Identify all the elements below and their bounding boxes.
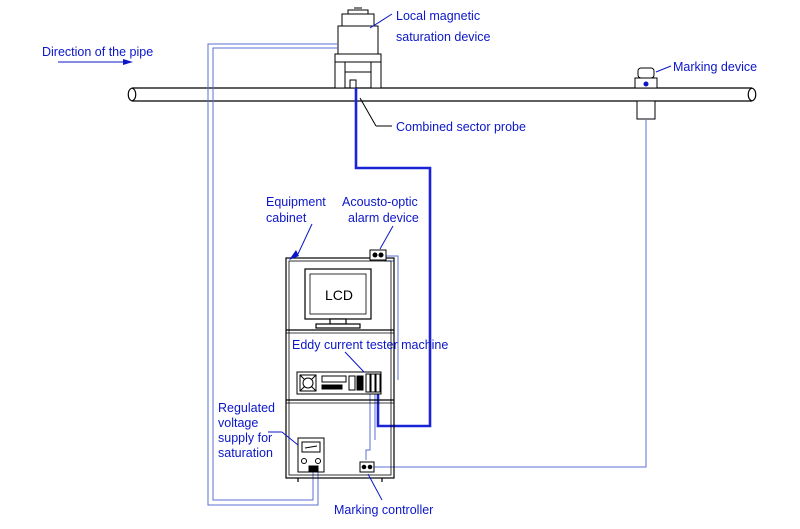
direction-arrow [58, 59, 133, 65]
cabinet-label-line2: cabinet [266, 211, 307, 225]
supply-label-line3: supply for [218, 431, 272, 445]
probe-label: Combined sector probe [396, 120, 526, 134]
alarm-leader [379, 225, 394, 250]
marking-device-label: Marking device [673, 60, 757, 74]
voltage-supply [297, 437, 325, 473]
magnetic-device-label-line1: Local magnetic [396, 9, 480, 23]
cabinet-label-line1: Equipment [266, 195, 326, 209]
alarm-label-line1: Acousto-optic [342, 195, 418, 209]
alarm-device [369, 249, 387, 261]
supply-label-line1: Regulated [218, 401, 275, 415]
marking-controller [359, 461, 375, 473]
lcd-monitor [304, 268, 372, 329]
direction-label: Direction of the pipe [42, 45, 153, 59]
probe-leader [359, 97, 377, 127]
supply-leader [281, 431, 299, 446]
magnetic-saturation-device [334, 7, 382, 89]
supply-label-line2: voltage [218, 416, 258, 430]
supply-label-line4: saturation [218, 446, 273, 460]
controller-leader [367, 473, 383, 501]
equipment-cabinet [285, 257, 395, 482]
alarm-label-line2: alarm device [348, 211, 419, 225]
probe-cable [354, 88, 432, 428]
tester-label: Eddy current tester machine [292, 338, 448, 352]
pipe [127, 87, 757, 102]
marking-device [634, 67, 658, 120]
eddy-current-tester [296, 371, 382, 395]
lcd-label: LCD [325, 287, 353, 303]
magnetic-device-label-line2: saturation device [396, 30, 491, 44]
marking-controller-label: Marking controller [334, 503, 433, 517]
cabinet-leader-arrow [289, 250, 299, 260]
wiring [207, 43, 647, 506]
cabinet-leader [297, 223, 313, 255]
marking-device-leader [655, 65, 672, 73]
magnetic-device-leader [369, 13, 393, 29]
tester-leader [344, 351, 365, 373]
